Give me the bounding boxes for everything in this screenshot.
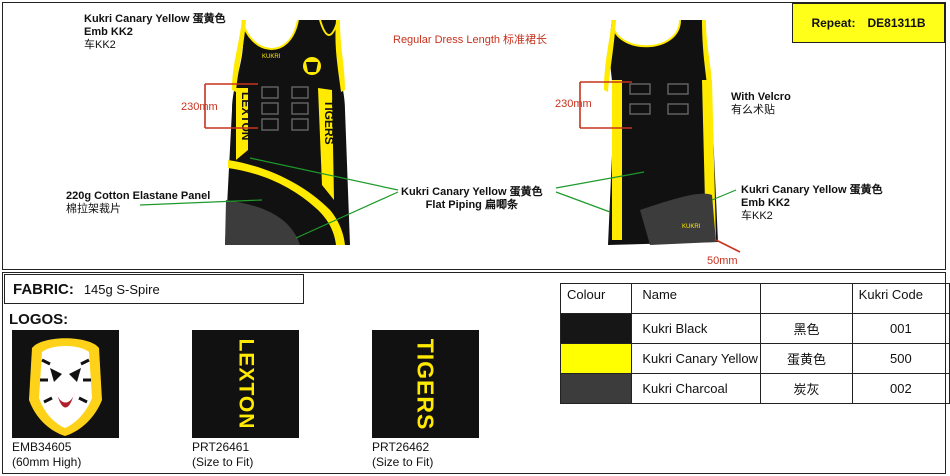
colour-name-cn: 炭灰 [760,373,853,404]
back-brand-mark: KUKRI [682,224,701,230]
colour-swatch [559,343,633,374]
colour-table-header: Colour Name Kukri Code [559,283,950,314]
colour-name-cn: 黑色 [760,313,853,344]
logo-code: PRT26462 [372,440,430,454]
logos-title: LOGOS: [9,311,69,328]
note-line: Emb KK2 [84,26,133,38]
logo-code: EMB34605 [12,440,72,454]
measure-hem: 50mm [707,255,738,267]
header-code: Kukri Code [851,283,950,314]
note-velcro: With Velcro 有么术贴 [731,91,791,117]
colour-name: Kukri Charcoal [631,373,762,404]
table-row: Kukri Canary Yellow 蛋黄色 500 [559,343,950,374]
header-colour: Colour [559,283,633,314]
colour-name-cn: 蛋黄色 [760,343,853,374]
tiger-icon [29,338,102,436]
note-line: Flat Piping 扁唧条 [425,199,518,211]
note-line: Kukri Canary Yellow 蛋黄色 [84,13,226,25]
colour-swatch [559,313,633,344]
measure-back: 230mm [555,98,592,110]
front-brand-mark: KUKRI [262,54,281,60]
colour-name: Kukri Black [631,313,762,344]
note-panel: 220g Cotton Elastane Panel 棉拉架裁片 [66,190,210,216]
back-velcro-patches [629,83,689,115]
note-dress-length: Regular Dress Length 标准裙长 [393,34,548,46]
header-blank [760,283,853,314]
logo-lextON-print: LEXTON [192,330,299,438]
colour-swatch [559,373,633,404]
table-row: Kukri Black 黑色 001 [559,313,950,344]
measure-front: 230mm [181,101,218,113]
logo-code: PRT26461 [192,440,250,454]
logo-caption-1: EMB34605 (60mm High) [12,440,81,470]
fabric-box: FABRIC: 145g S-Spire [4,274,304,304]
note-line: Kukri Canary Yellow 蛋黄色 [741,184,883,196]
back-measure-bracket [579,81,741,253]
front-dress: LEXTON TIGERS KUKRI [204,19,350,245]
colour-table: Colour Name Kukri Code Kukri Black 黑色 00… [559,283,950,404]
logo-caption-2: PRT26461 (Size to Fit) [192,440,253,470]
note-top-left: Kukri Canary Yellow 蛋黄色 Emb KK2 车KK2 [84,13,226,52]
fabric-value: 145g S-Spire [83,281,160,297]
fabric-label: FABRIC: [13,280,74,298]
logo-tiger-emblem [12,330,119,438]
note-line: 车KK2 [84,39,116,51]
back-dress: KUKRI [579,19,741,253]
note-piping: Kukri Canary Yellow 蛋黄色 Flat Piping 扁唧条 [401,186,543,212]
note-line: 棉拉架裁片 [66,203,121,215]
note-line: With Velcro [731,91,791,103]
garment-panel [2,2,946,270]
logo-caption-3: PRT26462 (Size to Fit) [372,440,433,470]
repeat-label: Repeat: [811,16,856,30]
table-row: Kukri Charcoal 炭灰 002 [559,373,950,404]
note-line: Emb KK2 [741,197,790,209]
front-measure-bracket [204,83,258,129]
note-line: 有么术贴 [731,104,775,116]
repeat-badge: Repeat: DE81311B [792,3,945,43]
repeat-value: DE81311B [867,16,926,30]
front-side-tigers: TIGERS [322,100,336,145]
note-line: Kukri Canary Yellow 蛋黄色 [401,186,543,198]
note-right: Kukri Canary Yellow 蛋黄色 Emb KK2 车KK2 [741,184,883,223]
logo-tigers-print: TIGERS [372,330,479,438]
colour-code: 002 [851,373,950,404]
logo-note: (Size to Fit) [192,455,254,469]
logo-lextON-text: LEXTON [234,338,258,430]
note-line: 车KK2 [741,210,773,222]
colour-name: Kukri Canary Yellow [631,343,762,374]
logo-tigers-text: TIGERS [412,338,439,430]
leader-lines [139,157,737,239]
garment-drawings: LEXTON TIGERS KUKRI KUKRI [139,19,741,253]
colour-code: 500 [851,343,950,374]
header-name: Name [631,283,762,314]
logo-note: (60mm High) [12,455,82,469]
logo-note: (Size to Fit) [372,455,434,469]
front-side-lextON: LEXTON [239,92,253,140]
colour-code: 001 [851,313,950,344]
front-velcro-patches [261,86,309,131]
note-line: 220g Cotton Elastane Panel [66,190,211,202]
